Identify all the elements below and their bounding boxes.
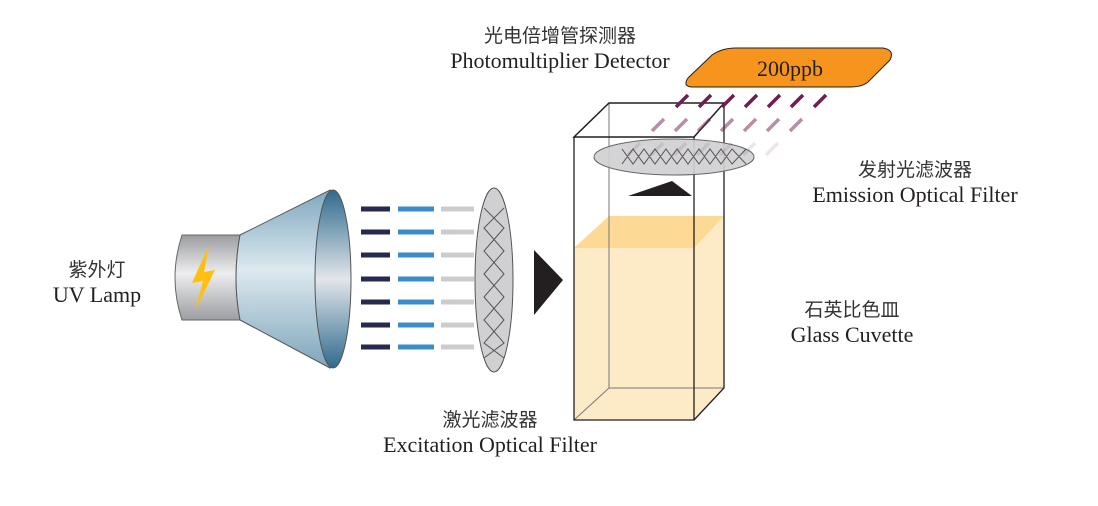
excitation-beam-dash [441, 252, 474, 258]
detector-label-en: Photomultiplier Detector [450, 47, 670, 73]
detector-label-zh: 光电倍增管探测器 [483, 25, 636, 47]
excitation-filter-label: 激光滤波器 Excitation Optical Filter [340, 409, 640, 457]
excitation-beam-dash [398, 229, 434, 235]
emission-beam-dash [673, 117, 689, 133]
excitation-beam-dash [398, 206, 434, 212]
glass-cuvette [572, 102, 726, 421]
emission-filter [593, 138, 755, 176]
excitation-beam-dash [361, 229, 390, 235]
excitation-beam-dash [441, 299, 474, 305]
emission-filter-label-zh: 发射光滤波器 [857, 159, 972, 181]
emission-beam-dash [674, 93, 690, 109]
cuvette-label-en: Glass Cuvette [790, 321, 914, 347]
emission-beam-dash [697, 93, 713, 109]
cuvette-liquid-surface [574, 216, 724, 248]
uv-lamp-label-zh: 紫外灯 [68, 259, 126, 281]
detector-reading: 200ppb [757, 56, 823, 81]
excitation-beam-dash [398, 322, 434, 328]
excitation-beam-dash [361, 206, 390, 212]
emission-beam-dash [789, 93, 805, 109]
emission-beam-dash [695, 141, 711, 157]
emission-beam-dash [764, 141, 780, 157]
emission-filter-pattern [621, 148, 747, 165]
uv-lamp-label-en: UV Lamp [52, 281, 142, 307]
excitation-beam-dash [441, 344, 474, 350]
excitation-beam-dash [441, 229, 474, 235]
excitation-beam-dash [441, 322, 474, 328]
excitation-beam-dash [361, 322, 390, 328]
excitation-beam-dash [361, 344, 390, 350]
cuvette-label-zh: 石英比色皿 [804, 299, 900, 321]
excitation-beam-dash [398, 276, 434, 282]
emission-beam-dash [719, 117, 735, 133]
excitation-beam-dash [398, 252, 434, 258]
excitation-beam-dash [441, 276, 474, 282]
emission-beam-dash [788, 117, 804, 133]
emission-filter-label: 发射光滤波器 Emission Optical Filter [770, 159, 1060, 207]
emission-beam-dash [742, 117, 758, 133]
excitation-beam-dash [441, 206, 474, 212]
detector-display [685, 47, 892, 88]
cuvette-liquid [574, 216, 724, 420]
emission-beam-dash [743, 93, 759, 109]
cuvette-label: 石英比色皿 Glass Cuvette [762, 299, 942, 347]
emission-beam-dash [718, 141, 734, 157]
excitation-beam-dash [361, 276, 390, 282]
excitation-beam-dash [361, 252, 390, 258]
excitation-filter [474, 187, 514, 373]
excitation-filter-label-zh: 激光滤波器 [442, 409, 538, 431]
emission-beam-dash [696, 117, 712, 133]
emission-beam-dash [766, 93, 782, 109]
emission-filter-label-en: Emission Optical Filter [812, 181, 1018, 207]
emission-beam-dash [720, 93, 736, 109]
excitation-beam-dash [398, 299, 434, 305]
emission-beam-dash [650, 117, 666, 133]
detector-label: 光电倍增管探测器 Photomultiplier Detector [400, 25, 720, 73]
excitation-beam-dash [398, 344, 434, 350]
emission-arrow-icon [628, 181, 692, 196]
excitation-filter-label-en: Excitation Optical Filter [383, 431, 597, 457]
excitation-beams [361, 206, 474, 350]
uv-lamp [174, 189, 352, 369]
emission-beam-dash [812, 93, 828, 109]
emission-beam-dash [672, 141, 688, 157]
excitation-beam-dash [361, 299, 390, 305]
emission-beam-dash [626, 141, 642, 157]
emission-beam-dash [741, 141, 757, 157]
emission-beam-dash [649, 141, 665, 157]
lamp-cone [235, 189, 331, 369]
excitation-filter-pattern [483, 207, 505, 359]
lightning-bolt-icon [192, 245, 215, 311]
photomultiplier-detector: 200ppb [685, 47, 892, 88]
emission-beams [626, 93, 828, 157]
excitation-arrow-icon [534, 250, 563, 315]
uv-lamp-label: 紫外灯 UV Lamp [22, 259, 172, 307]
emission-beam-dash [765, 117, 781, 133]
lamp-mouth [314, 189, 352, 369]
